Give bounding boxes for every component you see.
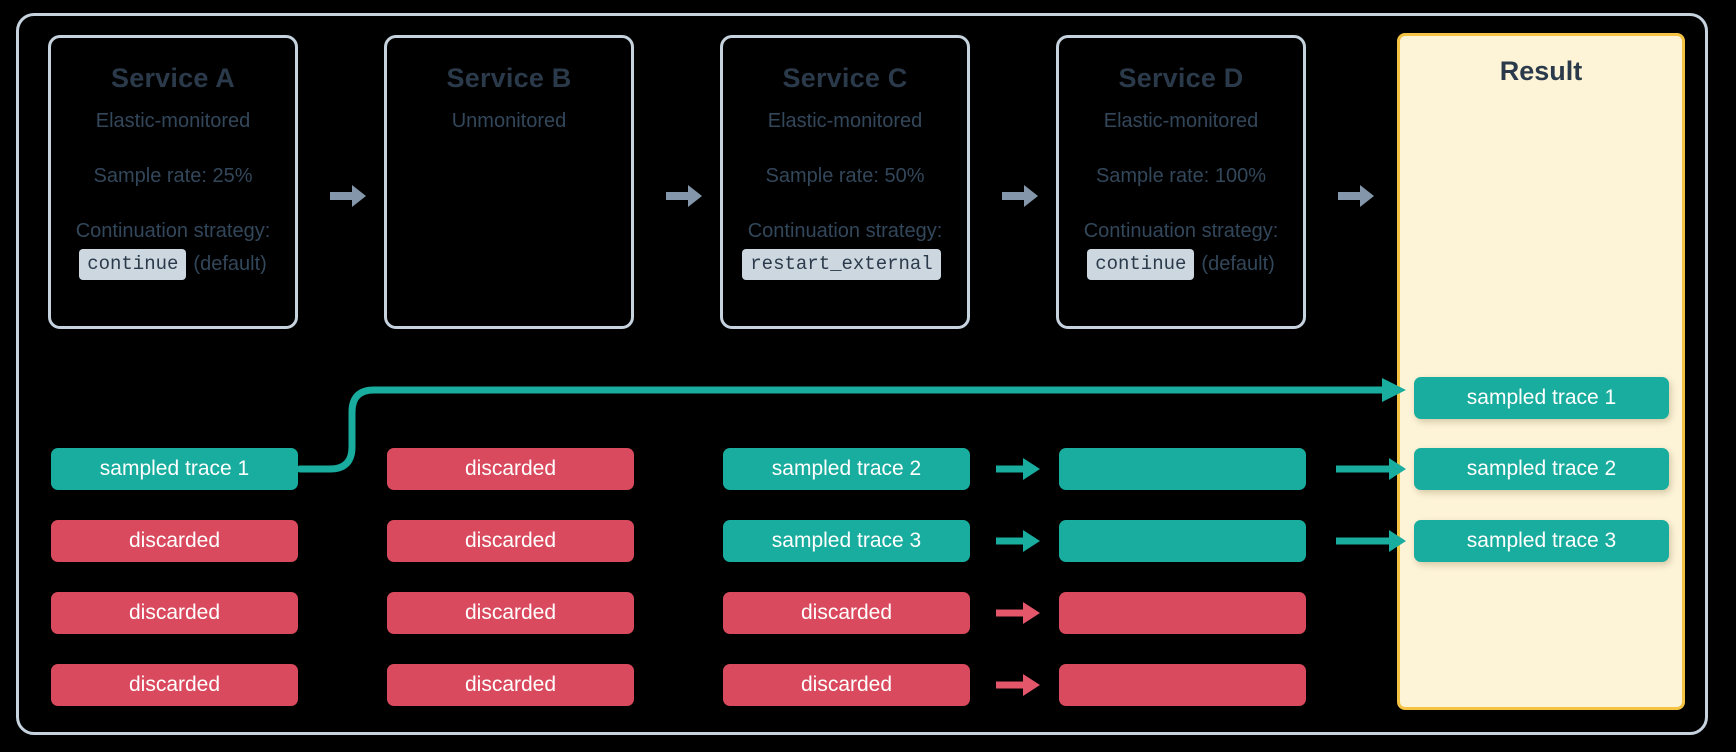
service-d-strategy-label: Continuation strategy: — [1084, 218, 1279, 245]
trace-pill-d-4 — [1059, 664, 1306, 706]
service-d-monitoring: Elastic-monitored — [1103, 110, 1259, 133]
result-pill-1: sampled trace 1 — [1414, 377, 1669, 419]
trace-pill-b-4: discarded — [387, 664, 634, 706]
trace-pill-b-3: discarded — [387, 592, 634, 634]
trace-pill-c-2: sampled trace 3 — [723, 520, 970, 562]
trace-arrow-d2-to-result — [1336, 530, 1406, 552]
service-c-monitoring: Elastic-monitored — [767, 110, 923, 133]
service-card-d: Service D Elastic-monitored Sample rate:… — [1056, 35, 1306, 329]
service-d-strategy-row: continue (default) — [1087, 249, 1275, 281]
trace-arrow-c3-to-d3 — [996, 602, 1040, 624]
trace-pill-a-1: sampled trace 1 — [51, 448, 298, 490]
service-c-title: Service C — [782, 63, 908, 93]
trace-arrow-c1-to-d1 — [996, 458, 1040, 480]
service-d-strategy-label-text: Continuation strategy: — [1083, 220, 1279, 243]
flow-arrow-d-to-result — [1338, 185, 1374, 207]
service-a-monitoring: Elastic-monitored — [95, 110, 251, 133]
service-d-title: Service D — [1118, 63, 1244, 93]
service-card-a: Service A Elastic-monitored Sample rate:… — [48, 35, 298, 329]
trace-pill-b-1: discarded — [387, 448, 634, 490]
service-a-sample-rate: Sample rate: 25% — [93, 165, 253, 188]
result-pill-3: sampled trace 3 — [1414, 520, 1669, 562]
trace-pill-c-4: discarded — [723, 664, 970, 706]
trace-pill-c-3: discarded — [723, 592, 970, 634]
trace-pill-b-2: discarded — [387, 520, 634, 562]
service-d-strategy-value: continue — [1087, 249, 1195, 281]
trace-pill-a-3: discarded — [51, 592, 298, 634]
trace-pill-d-1 — [1059, 448, 1306, 490]
service-a-strategy-note: (default) — [193, 253, 267, 276]
service-c-sample-rate: Sample rate: 50% — [765, 165, 925, 188]
service-a-strategy-row: continue (default) — [79, 249, 267, 281]
trace-pill-d-2 — [1059, 520, 1306, 562]
trace-pill-d-3 — [1059, 592, 1306, 634]
trace-arrow-c2-to-d2 — [996, 530, 1040, 552]
service-a-strategy-label-text: Continuation strategy: — [75, 220, 271, 243]
flow-arrow-b-to-c — [666, 185, 702, 207]
service-a-strategy-value: continue — [79, 249, 187, 281]
trace-pill-a-4: discarded — [51, 664, 298, 706]
service-b-title: Service B — [446, 63, 572, 93]
service-card-c: Service C Elastic-monitored Sample rate:… — [720, 35, 970, 329]
trace-arrow-d1-to-result — [1336, 458, 1406, 480]
trace-pill-a-2: discarded — [51, 520, 298, 562]
trace-arrow-c4-to-d4 — [996, 674, 1040, 696]
service-c-strategy-label: Continuation strategy: — [748, 218, 943, 245]
service-c-strategy-value: restart_external — [742, 249, 941, 281]
flow-arrow-c-to-d — [1002, 185, 1038, 207]
service-d-sample-rate: Sample rate: 100% — [1095, 165, 1267, 188]
service-c-strategy-label-text: Continuation strategy: — [747, 220, 943, 243]
service-c-strategy-row: restart_external — [742, 249, 947, 281]
service-b-monitoring: Unmonitored — [451, 110, 567, 133]
result-pill-2: sampled trace 2 — [1414, 448, 1669, 490]
service-a-strategy-label: Continuation strategy: — [76, 218, 271, 245]
service-card-b: Service B Unmonitored — [384, 35, 634, 329]
result-panel — [1397, 33, 1685, 710]
service-a-title: Service A — [111, 63, 235, 93]
flow-arrow-a-to-b — [330, 185, 366, 207]
trace-pill-c-1: sampled trace 2 — [723, 448, 970, 490]
service-d-strategy-note: (default) — [1201, 253, 1275, 276]
result-title: Result — [1499, 56, 1583, 86]
